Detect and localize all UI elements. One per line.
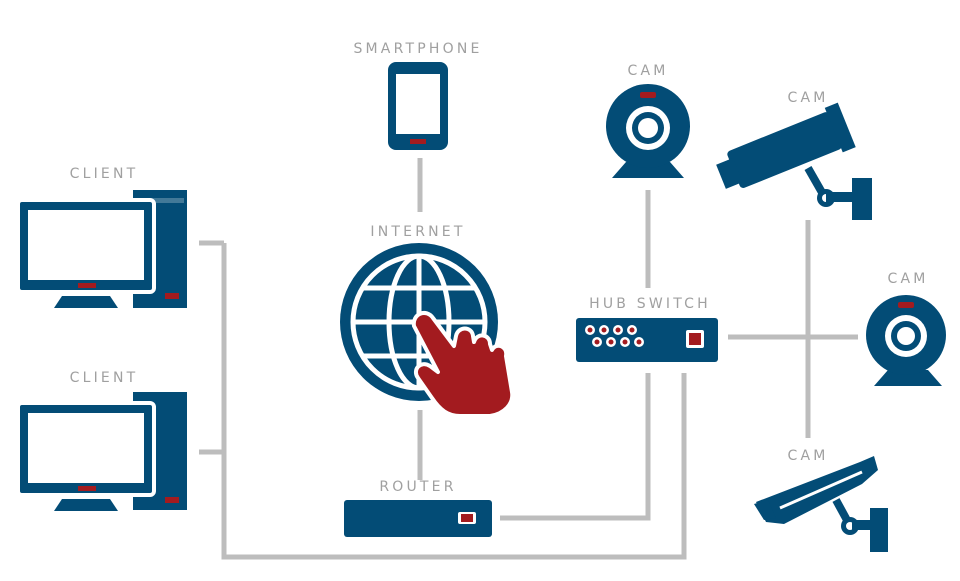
- connection-lines: [199, 158, 858, 560]
- internet-label: INTERNET: [370, 224, 465, 240]
- cam-bullet-top-label: CAM: [787, 90, 828, 106]
- smartphone-label: SMARTPHONE: [353, 41, 482, 57]
- hub-switch-label: HUB SWITCH: [589, 296, 711, 312]
- client-bottom-label: CLIENT: [70, 370, 139, 386]
- cam-top-label: CAM: [627, 63, 668, 79]
- router-label: ROUTER: [379, 479, 456, 495]
- security-camera-bottom-icon: [754, 456, 888, 552]
- cam-bullet-bottom-label: CAM: [787, 448, 828, 464]
- network-switch-icon: [576, 318, 718, 362]
- wire-router-switch: [500, 373, 651, 521]
- pointing-hand-icon: [411, 310, 515, 418]
- router-icon: [344, 500, 492, 537]
- security-camera-top-icon: [716, 102, 872, 220]
- client-top-icon: [16, 190, 187, 308]
- client-top-label: CLIENT: [70, 166, 139, 182]
- smartphone-icon: [388, 62, 448, 150]
- wire-client-bus: [221, 243, 687, 560]
- webcam-right-icon: [866, 295, 946, 386]
- cam-right-label: CAM: [887, 271, 928, 287]
- client-bottom-icon: [16, 392, 187, 511]
- webcam-top-icon: [606, 84, 690, 178]
